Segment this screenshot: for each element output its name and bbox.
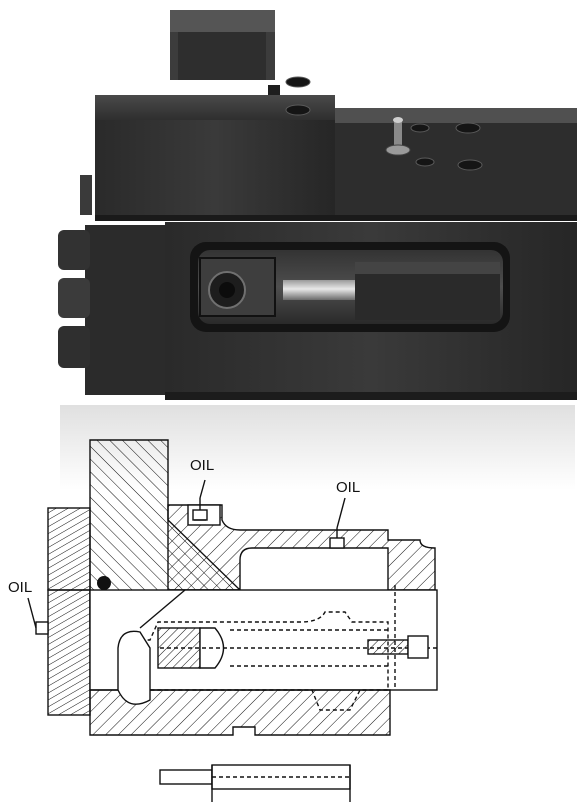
end-screw-icon	[367, 635, 429, 659]
oil-label-top: OIL	[190, 457, 214, 474]
upper-housing-right	[335, 123, 577, 220]
lower-housing-section	[89, 689, 391, 736]
left-mount-block	[85, 225, 165, 395]
piston-rod	[283, 280, 358, 300]
detail-view	[159, 764, 351, 802]
left-base-plate	[47, 589, 91, 716]
oil-fitting-right-icon	[329, 497, 346, 549]
piston-section	[157, 627, 201, 669]
driver-post	[170, 10, 280, 97]
upper-housing-step	[335, 108, 577, 125]
cam-wedge-line	[139, 589, 186, 629]
oil-label-left: OIL	[8, 579, 32, 596]
left-cylinders	[58, 230, 90, 368]
pivot-dot-icon	[97, 576, 111, 590]
upper-housing-section	[167, 504, 436, 591]
section-drawing	[27, 439, 440, 802]
upper-housing-front	[95, 120, 335, 220]
oil-fitting-top-icon	[192, 479, 208, 521]
bolt-holes	[285, 76, 483, 171]
left-backing-plate	[47, 507, 91, 591]
grease-nipple-icon	[385, 117, 411, 156]
oil-label-right: OIL	[336, 479, 360, 496]
cam-unit-photo	[58, 10, 577, 490]
upper-housing-top-face	[95, 95, 335, 122]
oil-fitting-left-icon	[27, 597, 49, 635]
